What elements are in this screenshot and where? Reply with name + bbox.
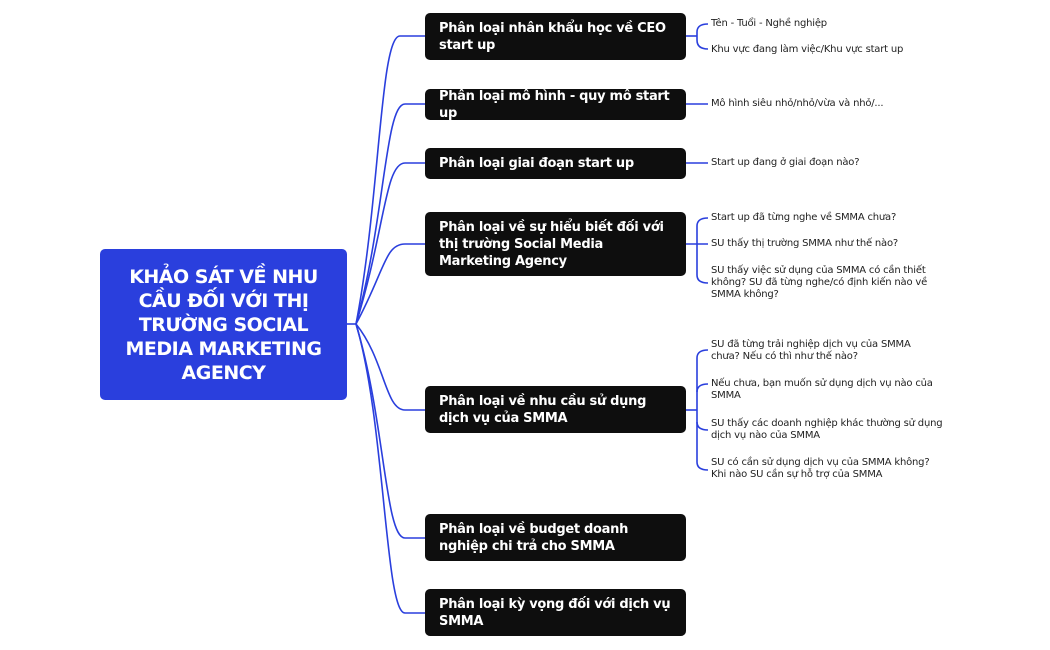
branch-stage[interactable]: Phân loại giai đoạn start up [425,148,686,179]
leaf-item[interactable]: Tên - Tuổi - Nghề nghiệp [711,18,827,29]
leaf-item[interactable]: Khu vực đang làm việc/Khu vực start up [711,44,904,55]
leaf-item[interactable]: Mô hình siêu nhỏ/nhỏ/vừa và nhỏ/... [711,98,884,109]
leaf-item[interactable]: Start up đã từng nghe về SMMA chưa? [711,212,897,223]
branch-market-knowledge[interactable]: Phân loại về sự hiểu biết đối với thị tr… [425,212,686,276]
leaf-item[interactable]: SU đã từng trải nghiệp dịch vụ của SMMA … [711,339,911,362]
branch-expectations[interactable]: Phân loại kỳ vọng đối với dịch vụ SMMA [425,589,686,636]
branch-budget[interactable]: Phân loại về budget doanh nghiệp chi trả… [425,514,686,561]
branch-demographics[interactable]: Phân loại nhân khẩu học về CEO start up [425,13,686,60]
leaf-item[interactable]: SU thấy các doanh nghiệp khác thường sử … [711,418,943,441]
leaf-item[interactable]: Nếu chưa, bạn muốn sử dụng dịch vụ nào c… [711,378,933,401]
root-node[interactable]: KHẢO SÁT VỀ NHU CẦU ĐỐI VỚI THỊ TRƯỜNG S… [100,249,347,400]
leaf-item[interactable]: SU thấy thị trường SMMA như thế nào? [711,238,898,249]
branch-service-needs[interactable]: Phân loại về nhu cầu sử dụng dịch vụ của… [425,386,686,433]
branch-model-scale[interactable]: Phân loại mô hình - quy mô start up [425,89,686,121]
leaf-item[interactable]: SU thấy việc sử dụng của SMMA có cần thi… [711,265,928,300]
leaf-item[interactable]: Start up đang ở giai đoạn nào? [711,157,860,168]
leaf-item[interactable]: SU có cần sử dụng dịch vụ của SMMA không… [711,457,930,480]
